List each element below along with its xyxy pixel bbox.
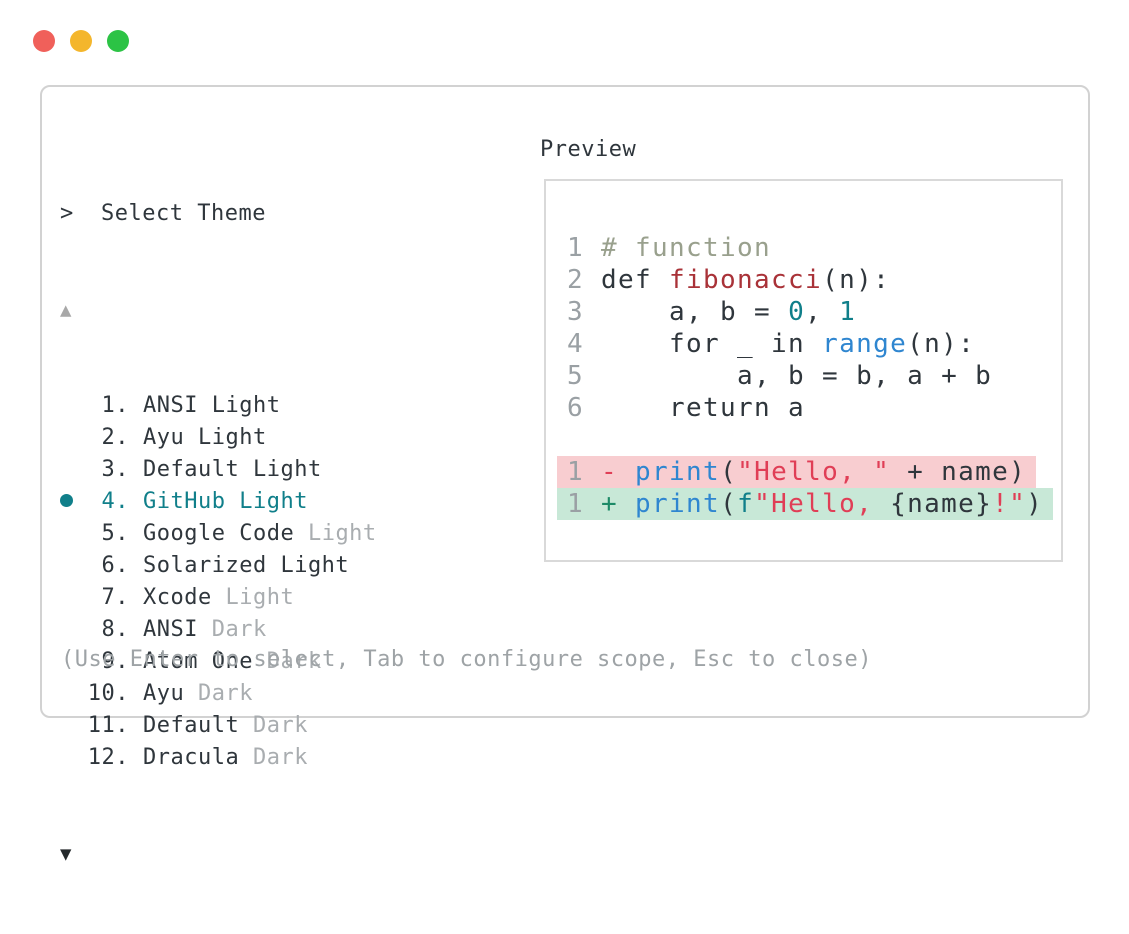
theme-option[interactable]: 4. GitHub Light — [60, 486, 377, 518]
picker-title-row: > Select Theme — [60, 198, 377, 230]
code-line: 1 - print("Hello, " + name) — [557, 456, 1037, 488]
theme-option-name: ANSI — [143, 617, 198, 642]
line-number: 3 — [567, 297, 602, 327]
scroll-up-icon: ▲ — [60, 299, 72, 321]
theme-option-number: 7. — [101, 585, 129, 610]
code-line-content: # function — [601, 233, 772, 263]
theme-list: > Select Theme ▲ 1. ANSI Light 2. Ayu Light 3… — [60, 134, 377, 934]
scroll-down-indicator[interactable]: ▼ — [60, 838, 377, 870]
preview-title: Preview — [540, 137, 637, 162]
theme-option-variant: Light — [294, 521, 377, 546]
theme-option-name: GitHub Light — [143, 489, 308, 514]
prompt-icon: > — [60, 201, 74, 226]
theme-option[interactable]: 2. Ayu Light — [60, 422, 377, 454]
theme-option-variant: Dark — [184, 681, 253, 706]
theme-option-number: 3. — [101, 457, 129, 482]
theme-option[interactable]: 11. Default Dark — [60, 710, 377, 742]
theme-option[interactable]: 3. Default Light — [60, 454, 377, 486]
code-line-content: a, b = 0, 1 — [601, 297, 857, 327]
line-number: 1 — [567, 457, 602, 487]
theme-option-number: 2. — [101, 425, 129, 450]
theme-option[interactable]: 9. Atom One Dark — [60, 646, 377, 678]
theme-option-name: Ayu — [143, 681, 185, 706]
theme-option[interactable]: 8. ANSI Dark — [60, 614, 377, 646]
code-line — [557, 424, 577, 456]
theme-option-number: 12. — [87, 745, 129, 770]
theme-option-number: 11. — [87, 713, 129, 738]
code-line: 1 + print(f"Hello, {name}!") — [557, 488, 1054, 520]
theme-option[interactable]: 10. Ayu Dark — [60, 678, 377, 710]
code-line: 5 a, b = b, a + b — [557, 360, 1002, 392]
theme-option-name: Xcode — [143, 585, 212, 610]
selected-bullet-icon — [60, 494, 73, 507]
theme-option-variant: Light — [211, 585, 295, 610]
keyboard-hint: (Use Enter to select, Tab to configure s… — [61, 647, 872, 672]
theme-option-number: 4. — [101, 489, 129, 514]
code-line-content: - print("Hello, " + name) — [601, 457, 1027, 487]
theme-option-variant: Dark — [239, 745, 308, 770]
close-button[interactable] — [33, 30, 55, 52]
code-line-content: + print(f"Hello, {name}!") — [601, 489, 1044, 519]
theme-option-name: Google Code — [143, 521, 295, 546]
window-controls — [33, 30, 129, 52]
code-line-content: a, b = b, a + b — [601, 361, 993, 391]
theme-option[interactable]: 5. Google Code Light — [60, 518, 377, 550]
theme-picker-dialog: > Select Theme ▲ 1. ANSI Light 2. Ayu Light 3… — [40, 85, 1090, 865]
theme-option-number: 8. — [101, 617, 129, 642]
scroll-up-indicator[interactable]: ▲ — [60, 294, 377, 326]
theme-option[interactable]: 6. Solarized Light — [60, 550, 377, 582]
scroll-down-icon: ▼ — [60, 843, 72, 865]
line-number: 1 — [567, 489, 602, 519]
line-number: 5 — [567, 361, 602, 391]
theme-option[interactable]: 7. Xcode Light — [60, 582, 377, 614]
theme-option[interactable]: 1. ANSI Light — [60, 390, 377, 422]
zoom-button[interactable] — [107, 30, 129, 52]
theme-option-number: 10. — [87, 681, 129, 706]
theme-option-name: Atom One — [143, 649, 253, 674]
theme-option-name: ANSI Light — [143, 393, 281, 418]
theme-option-name: Solarized Light — [143, 553, 350, 578]
theme-option-number: 9. — [101, 649, 129, 674]
code-line: 2 def fibonacci(n): — [557, 264, 900, 296]
picker-title: Select Theme — [101, 201, 266, 226]
code-line: 1 # function — [557, 232, 781, 264]
line-number: 2 — [567, 265, 602, 295]
minimize-button[interactable] — [70, 30, 92, 52]
theme-list-items: 1. ANSI Light 2. Ayu Light 3. Default Light 4.… — [60, 390, 377, 774]
line-number: 4 — [567, 329, 602, 359]
line-number: 1 — [567, 233, 602, 263]
theme-option-variant: Dark — [252, 649, 322, 674]
theme-option-number: 1. — [101, 393, 129, 418]
theme-option-variant: Dark — [197, 617, 267, 642]
theme-option-name: Dracula — [143, 745, 240, 770]
code-line-content: for _ in range(n): — [601, 329, 976, 359]
theme-option-number: 5. — [101, 521, 129, 546]
theme-option-name: Default Light — [143, 457, 322, 482]
code-line: 4 for _ in range(n): — [557, 328, 985, 360]
theme-option-variant: Dark — [239, 713, 308, 738]
code-line: 6 return a — [557, 392, 815, 424]
code-line-content: def fibonacci(n): — [601, 265, 891, 295]
line-number: 6 — [567, 393, 602, 423]
theme-option-name: Ayu Light — [143, 425, 267, 450]
theme-option[interactable]: 12. Dracula Dark — [60, 742, 377, 774]
option-marker — [60, 486, 87, 518]
code-line: 3 a, b = 0, 1 — [557, 296, 866, 328]
code-line-content: return a — [601, 393, 806, 423]
theme-option-number: 6. — [101, 553, 129, 578]
theme-option-name: Default — [143, 713, 240, 738]
